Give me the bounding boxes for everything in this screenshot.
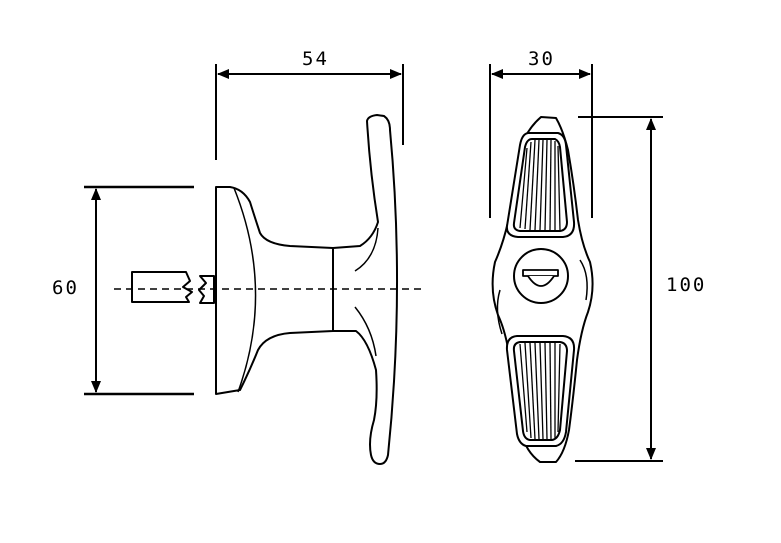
lower-grip-ribs	[519, 342, 561, 440]
upper-grip-pad	[512, 138, 568, 232]
knob-body	[215, 186, 334, 395]
dimension-label-60: 60	[52, 277, 79, 299]
shaft	[131, 271, 215, 304]
dimension-label-100: 100	[666, 274, 706, 296]
key-slot	[522, 269, 559, 287]
dimension-label-30: 30	[528, 48, 555, 70]
handle-arm	[332, 114, 399, 465]
upper-grip-ribs	[519, 139, 561, 231]
dimension-label-54: 54	[302, 48, 329, 70]
knob-face-curve	[233, 187, 257, 393]
lower-grip-pad	[512, 341, 568, 441]
side-view	[131, 114, 399, 465]
dimension-lines	[84, 64, 663, 462]
front-view	[491, 116, 594, 463]
